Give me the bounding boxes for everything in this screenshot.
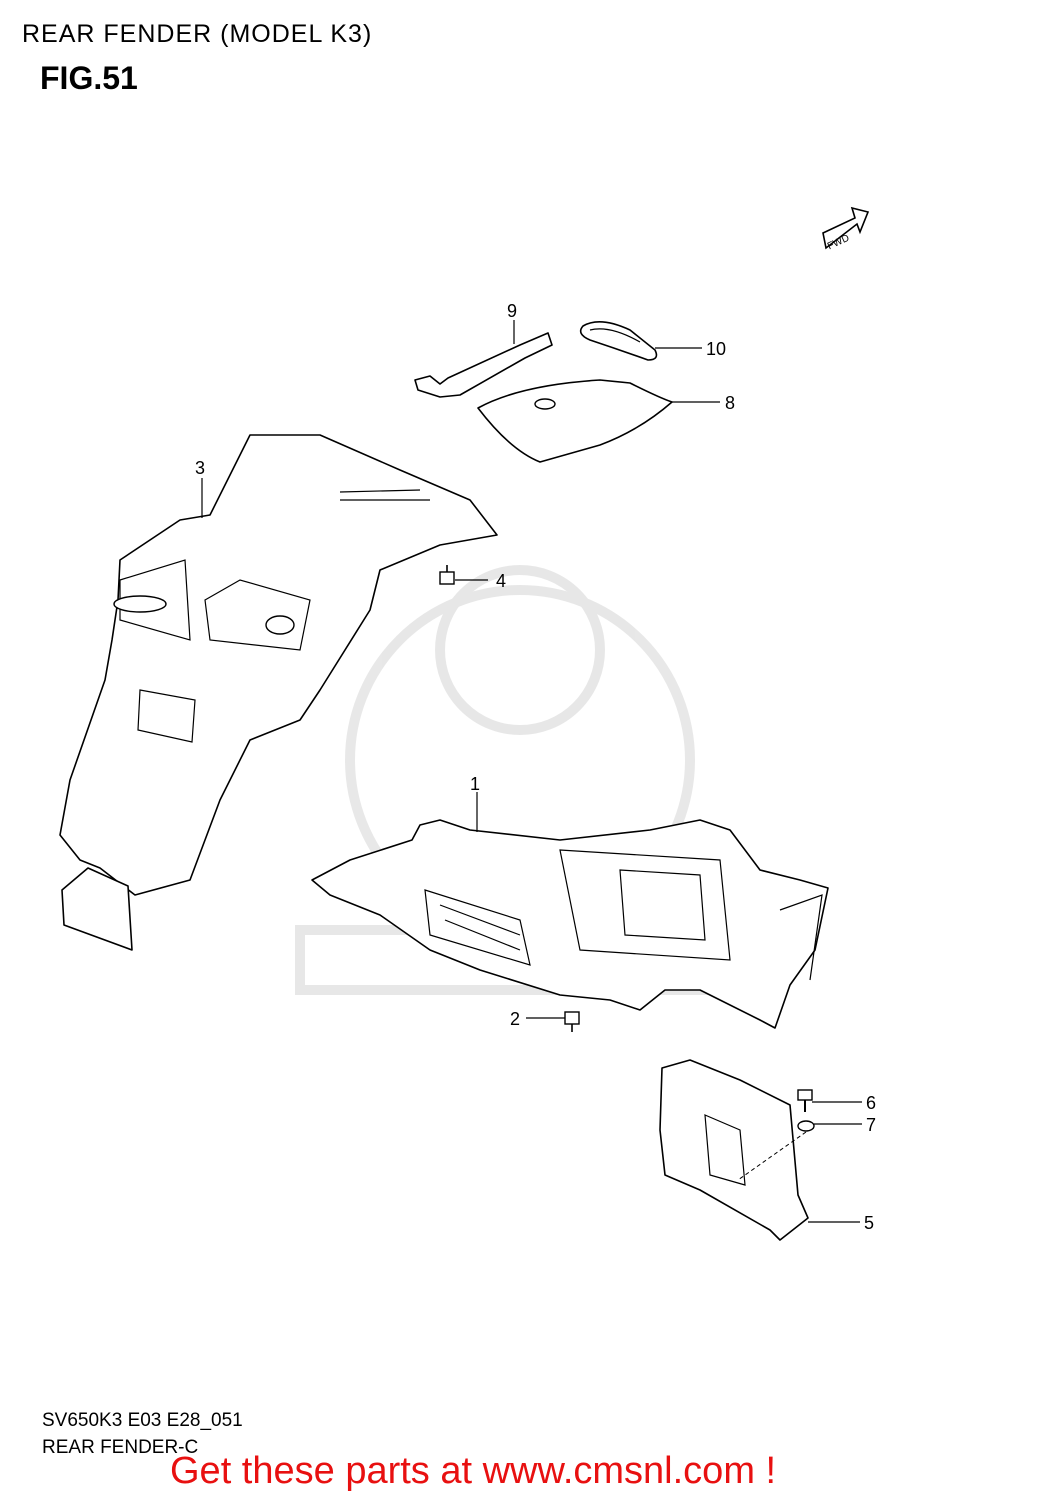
callout-3: 3 [195,458,205,478]
part-6-bolt [797,1089,813,1112]
fwd-arrow-icon: FWD [822,206,870,252]
diagram-code: SV650K3 E03 E28_051 [42,1410,243,1431]
part-10-band [579,321,658,361]
callout-4: 4 [496,571,506,591]
callout-2: 2 [510,1009,520,1029]
diagram-name: REAR FENDER-C [42,1437,199,1458]
callout-8: 8 [725,393,735,413]
page-title: REAR FENDER (MODEL K3) [22,20,373,48]
promo-link[interactable]: Get these parts at www.cmsnl.com ! [170,1450,777,1492]
callout-9: 9 [507,301,517,321]
figure-number: FIG.51 [40,60,138,96]
part-8-tool-bag [477,379,673,463]
part-9-tool [414,332,553,398]
part-4-screw [439,565,455,585]
part-5-cover [659,1059,809,1241]
callout-1: 1 [470,774,480,794]
callout-7: 7 [866,1115,876,1135]
part-1-undertray [311,819,829,1029]
part-7-washer [797,1120,815,1132]
callout-5: 5 [864,1213,874,1233]
callout-10: 10 [706,339,726,359]
callout-6: 6 [866,1093,876,1113]
part-2-screw [564,1011,580,1032]
part-3-rear-fender [59,434,498,951]
